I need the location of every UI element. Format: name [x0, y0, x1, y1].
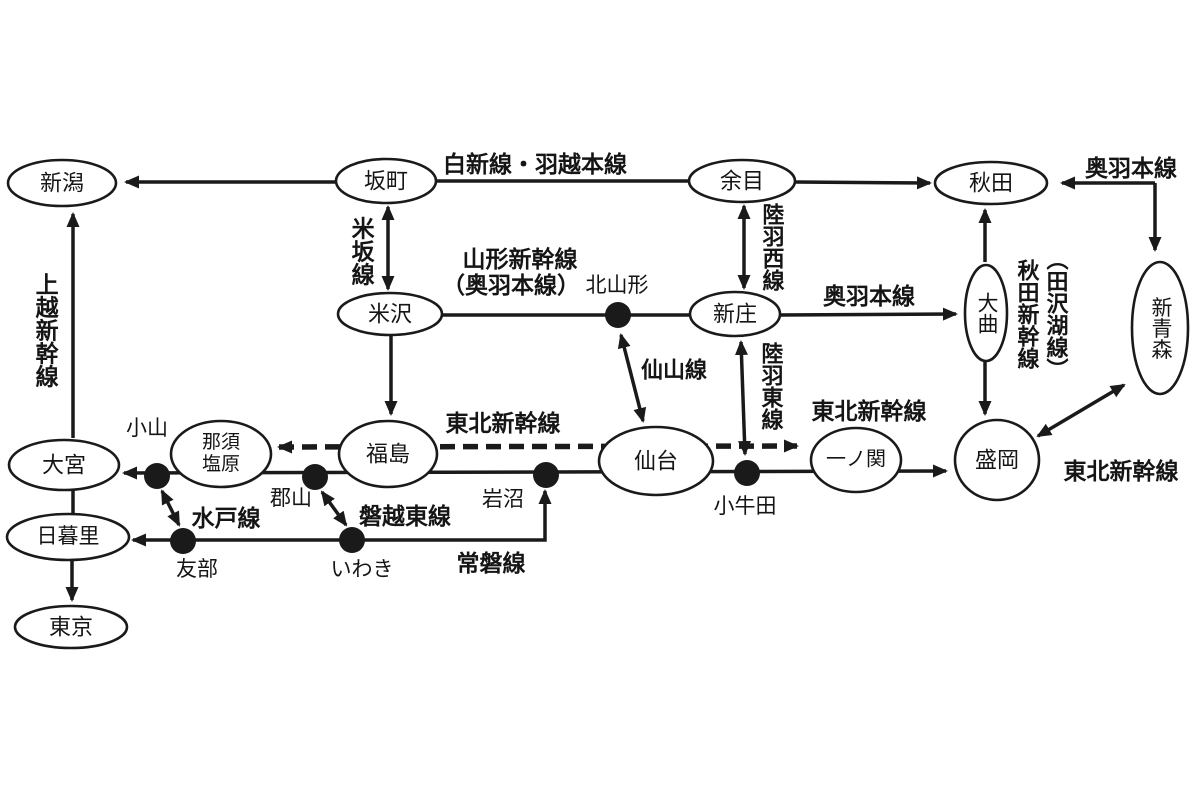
line-label-hakushin-uetsu: 白新線・羽越本線	[443, 150, 627, 177]
station-node-niigata	[6, 158, 118, 208]
junction-dot-tomobe	[170, 528, 196, 554]
junction-label-oyama: 小山	[126, 416, 168, 440]
station-label-niigata: 新潟	[39, 170, 85, 196]
station-label-amarume: 余目	[719, 168, 765, 194]
station-node-shinjo	[688, 290, 782, 338]
edge-mito	[160, 489, 181, 527]
line-label-yonesaka: 米坂線	[348, 216, 375, 286]
junction-dot-oyama	[144, 463, 170, 489]
station-label-morioka: 盛岡	[974, 447, 1020, 473]
station-node-nasushiobara	[169, 419, 273, 489]
station-node-akita	[933, 160, 1049, 206]
station-label-yonezawa: 米沢	[367, 301, 413, 327]
station-node-amarume	[687, 158, 797, 204]
station-node-sakamachi	[334, 157, 438, 205]
line-label-yamagata-shinkansen: 山形新幹線	[462, 245, 578, 272]
line-label-ou-main-top: 奥羽本線	[1085, 154, 1177, 181]
edge-shinjo-omagari	[779, 307, 958, 321]
station-label-shinjo: 新庄	[712, 301, 758, 327]
station-node-tokyo	[13, 604, 129, 650]
station-node-sendai	[597, 425, 715, 497]
line-label-banetsu-east: 磐越東線	[359, 502, 451, 529]
line-label-senzan: 仙山線	[640, 357, 708, 383]
junction-dot-kita-yamagata	[605, 302, 631, 328]
station-node-omagari	[963, 263, 1009, 363]
line-label-tohoku-shinkansen-3: 東北新幹線	[1063, 457, 1179, 484]
station-node-ichinoseki	[809, 426, 903, 494]
station-label-tokyo: 東京	[48, 614, 94, 640]
line-label-joetsu-shinkansen: 上越新幹線	[32, 272, 59, 388]
edge-banetsu-east	[320, 490, 348, 527]
station-node-morioka	[953, 418, 1041, 502]
line-label-rikuu-west: 陸羽西線	[759, 203, 785, 291]
junction-dots	[144, 302, 760, 554]
station-label-sakamachi: 坂町	[363, 168, 409, 194]
station-label-fukushima: 福島	[365, 441, 411, 467]
line-label-mito: 水戸線	[191, 504, 261, 531]
station-nodes	[5, 157, 1190, 650]
station-node-shin-aomori	[1130, 260, 1190, 396]
station-node-yonezawa	[336, 291, 444, 337]
line-label-tohoku-shinkansen-1: 東北新幹線	[445, 409, 561, 436]
line-label-yamagata-paren: （奥羽本線）	[442, 271, 580, 298]
edge-tohoku-shinkansen-dashed	[277, 439, 799, 454]
station-label-nippori: 日暮里	[36, 524, 100, 548]
station-label-omiya: 大宮	[41, 452, 87, 478]
station-label-ichinoseki: 一ノ関	[826, 448, 886, 471]
line-label-tohoku-shinkansen-2: 東北新幹線	[811, 397, 927, 424]
station-label-shin-aomori: 新青森	[1149, 296, 1173, 360]
line-label-joban: 常磐線	[456, 549, 526, 576]
junction-label-koriyama: 郡山	[270, 486, 312, 510]
junction-label-iwanuma: 岩沼	[482, 487, 524, 511]
edge-rikuu-east	[734, 340, 752, 456]
junction-dot-iwanuma	[533, 462, 559, 488]
junction-label-kita-yamagata: 北山形	[585, 273, 649, 297]
junction-dot-koriyama	[302, 464, 328, 490]
station-node-omiya	[7, 438, 121, 492]
station-label-omagari: 大曲	[975, 292, 999, 334]
line-label-akita-shinkansen: 秋田新幹線	[1014, 259, 1040, 369]
line-label-akita-paren: （田沢湖線）	[1043, 248, 1069, 380]
line-label-rikuu-east: 陸羽東線	[758, 342, 784, 430]
edge-morioka-shinaomori	[1036, 383, 1126, 438]
junction-label-tomobe: 友部	[176, 557, 218, 581]
edges	[65, 175, 1162, 602]
junction-label-kogota: 小牛田	[713, 494, 777, 518]
station-node-fukushima	[337, 419, 439, 489]
line-label-ou-main-mid: 奥羽本線	[823, 282, 915, 309]
edge-senzan	[617, 333, 647, 423]
edge-joban	[131, 489, 552, 547]
junction-label-iwaki: いわき	[330, 557, 394, 581]
station-label-akita: 秋田	[968, 170, 1014, 196]
station-label-sendai: 仙台	[633, 448, 679, 474]
junction-dot-iwaki	[339, 527, 365, 553]
edge-amarume-akita	[794, 176, 932, 190]
station-node-nippori	[5, 512, 131, 562]
station-label-nasushiobara: 那須塩原	[201, 432, 240, 475]
junction-dot-kogota	[734, 460, 760, 486]
